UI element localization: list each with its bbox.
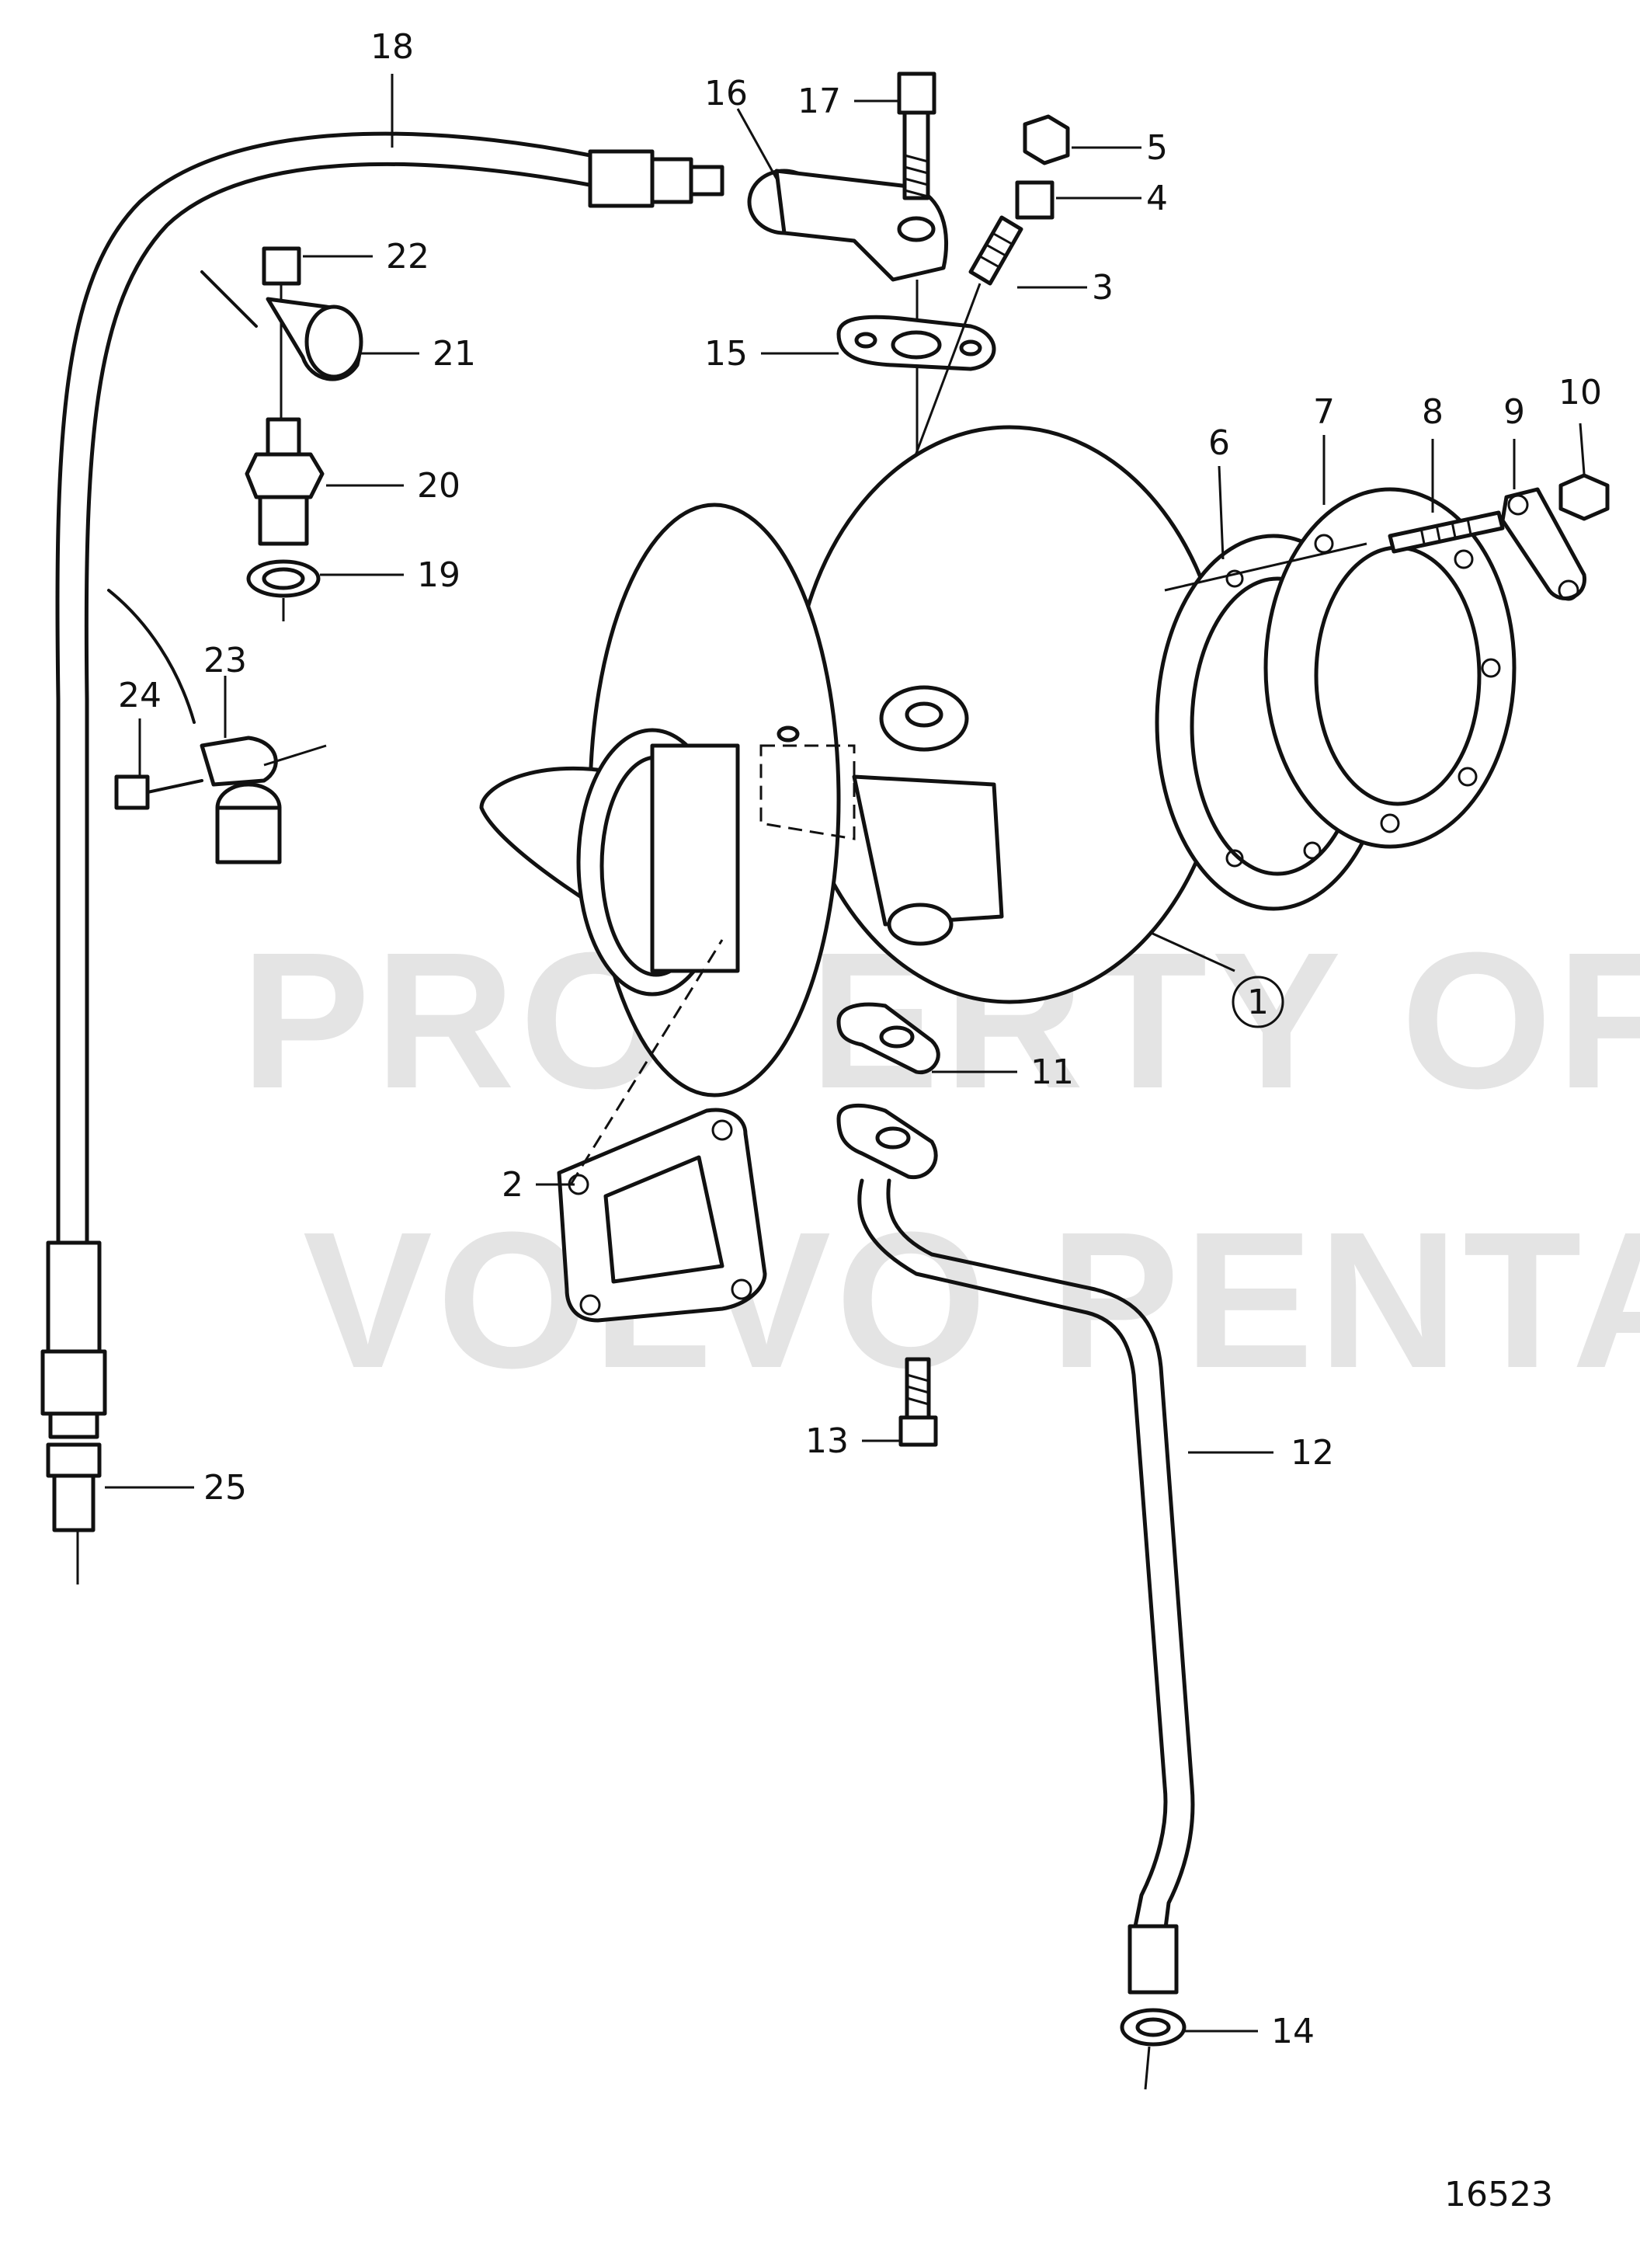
callout-10: 10 [1558,373,1602,412]
callout-labels: 1 2 3 4 5 6 7 8 9 10 11 12 13 14 15 16 1… [118,27,1602,2051]
part-21-clamp [200,270,363,381]
part-19-washer [246,559,321,621]
callout-16: 16 [704,74,748,113]
callout-1: 1 [1247,983,1269,1022]
part-15-gasket [836,315,996,371]
callout-2: 2 [502,1165,523,1205]
watermark-line2: VOLVO PENTA [303,1191,1640,1408]
part-11-gasket [836,1002,940,1075]
callout-14: 14 [1271,2012,1315,2051]
callout-12: 12 [1291,1433,1334,1473]
part-4-spacer [1015,180,1055,220]
part-12-oil-return-pipe [836,1103,1195,1995]
callout-13: 13 [805,1421,849,1461]
callout-7: 7 [1313,392,1335,432]
callout-4: 4 [1146,179,1168,218]
part-5-nut [1023,114,1070,165]
callout-21: 21 [433,334,476,374]
callout-1-circle [1232,976,1284,1028]
part-25-adapter [46,1442,102,1584]
callout-9: 9 [1503,392,1525,432]
part-13-bolt [898,1357,938,1447]
callout-5: 5 [1146,128,1168,168]
part-24-bolt [114,774,203,810]
part-18-oil-feed-hose [40,131,724,1439]
callout-25: 25 [203,1468,247,1508]
callout-24: 24 [118,676,162,715]
part-9-lock-plate [1500,487,1586,601]
callout-8: 8 [1422,392,1444,432]
callout-3: 3 [1092,268,1114,308]
callout-18: 18 [370,27,414,67]
part-23-bracket [107,589,327,864]
part-2-gasket [557,939,767,1323]
callout-15: 15 [704,334,748,374]
part-7-flange [1164,487,1517,849]
drawing-number: 16523 [1444,2175,1553,2214]
callout-20: 20 [417,466,460,506]
callout-6: 6 [1208,423,1230,463]
part-14-washer [1120,2008,1187,2090]
part-8-stud [1388,510,1505,554]
part-20-sensor [245,417,325,546]
leader-lines [105,74,1586,2033]
callout-22: 22 [386,237,429,277]
part-1-turbocharger [479,425,1229,1097]
callout-11: 11 [1030,1052,1074,1092]
part-10-nut [1558,473,1610,521]
callout-17: 17 [797,82,841,121]
callout-23: 23 [203,641,247,680]
callout-19: 19 [417,555,460,595]
